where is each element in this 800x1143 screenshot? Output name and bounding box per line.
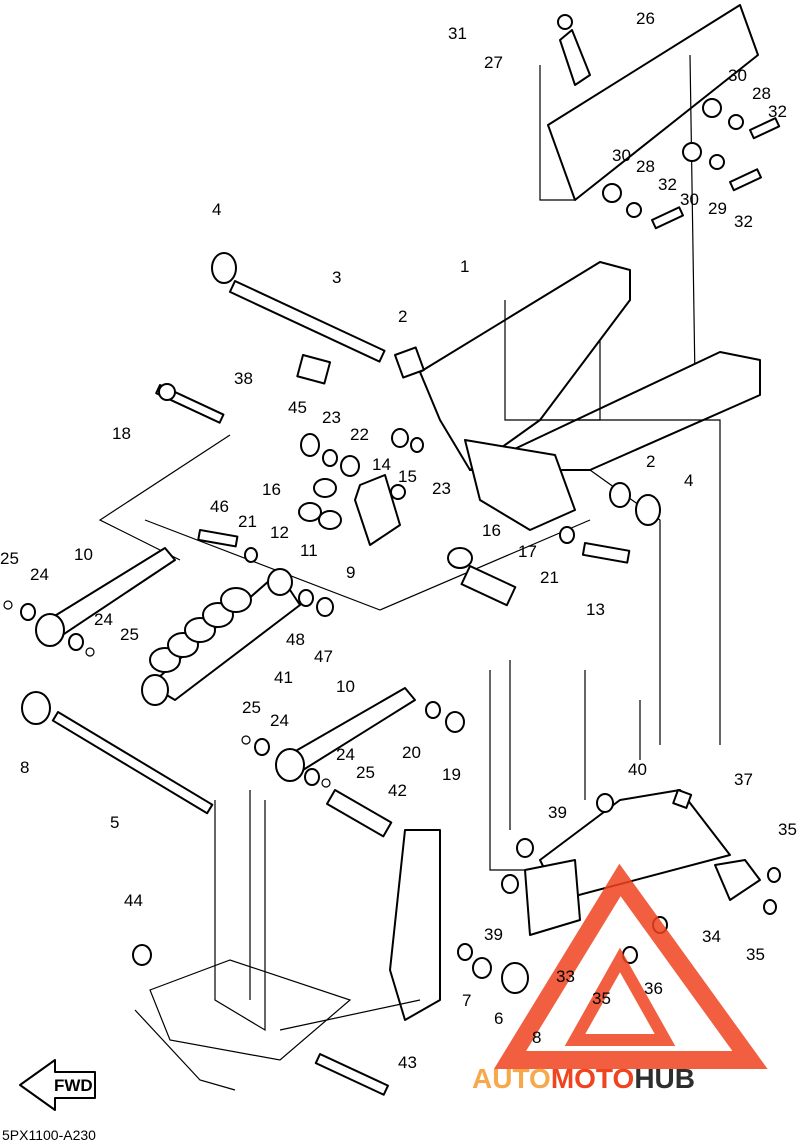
callout-35: 35 bbox=[592, 989, 611, 1008]
fwd-label: FWD bbox=[54, 1076, 93, 1095]
callout-42: 42 bbox=[388, 781, 407, 800]
callout-34: 34 bbox=[702, 927, 721, 946]
callout-1: 1 bbox=[460, 257, 469, 276]
callout-10: 10 bbox=[336, 677, 355, 696]
callout-2: 2 bbox=[646, 452, 655, 471]
callout-22: 22 bbox=[350, 425, 369, 444]
callout-40: 40 bbox=[628, 760, 647, 779]
relay-arm-group bbox=[98, 383, 631, 611]
lower-shaft-group bbox=[21, 691, 393, 838]
callout-4: 4 bbox=[212, 200, 221, 219]
swingarm bbox=[419, 261, 761, 745]
callout-24: 24 bbox=[270, 711, 289, 730]
callout-25: 25 bbox=[356, 763, 375, 782]
callout-21: 21 bbox=[540, 568, 559, 587]
callout-48: 48 bbox=[286, 630, 305, 649]
callout-5: 5 bbox=[110, 813, 119, 832]
callout-37: 37 bbox=[734, 770, 753, 789]
callout-30: 30 bbox=[728, 66, 747, 85]
callout-8: 8 bbox=[20, 758, 29, 777]
callout-16: 16 bbox=[262, 480, 281, 499]
watermark-hub: HUB bbox=[634, 1063, 695, 1094]
frame bbox=[132, 790, 529, 1096]
rear-shock-absorber bbox=[141, 568, 334, 706]
callout-31: 31 bbox=[448, 24, 467, 43]
watermark-auto: AUTO bbox=[472, 1063, 551, 1094]
svg-text:AUTOMOTOHUB: AUTOMOTOHUB bbox=[472, 1063, 695, 1094]
callout-18: 18 bbox=[112, 424, 131, 443]
callout-30: 30 bbox=[680, 190, 699, 209]
callout-30: 30 bbox=[612, 146, 631, 165]
callout-16: 16 bbox=[482, 521, 501, 540]
watermark-moto: MOTO bbox=[551, 1063, 634, 1094]
callout-15: 15 bbox=[398, 467, 417, 486]
callout-39: 39 bbox=[548, 803, 567, 822]
callout-32: 32 bbox=[658, 175, 677, 194]
callout-25: 25 bbox=[120, 625, 139, 644]
callout-32: 32 bbox=[768, 102, 787, 121]
fwd-arrow: FWD bbox=[19, 1059, 96, 1111]
callout-3: 3 bbox=[332, 268, 341, 287]
callout-23: 23 bbox=[432, 479, 451, 498]
callout-38: 38 bbox=[234, 369, 253, 388]
callout-41: 41 bbox=[274, 668, 293, 687]
callout-44: 44 bbox=[124, 891, 143, 910]
callout-39: 39 bbox=[484, 925, 503, 944]
callout-28: 28 bbox=[636, 157, 655, 176]
callout-10: 10 bbox=[74, 545, 93, 564]
callout-7: 7 bbox=[462, 991, 471, 1010]
callout-43: 43 bbox=[398, 1053, 417, 1072]
callout-23: 23 bbox=[322, 408, 341, 427]
callout-13: 13 bbox=[586, 600, 605, 619]
callout-14: 14 bbox=[372, 455, 391, 474]
callout-32: 32 bbox=[734, 212, 753, 231]
callout-45: 45 bbox=[288, 398, 307, 417]
callout-21: 21 bbox=[238, 512, 257, 531]
callout-11: 11 bbox=[300, 541, 318, 560]
callout-24: 24 bbox=[30, 565, 49, 584]
chain-guard-group bbox=[539, 4, 781, 381]
callout-25: 25 bbox=[242, 698, 261, 717]
callout-36: 36 bbox=[644, 979, 663, 998]
callout-27: 27 bbox=[484, 53, 503, 72]
callout-8: 8 bbox=[532, 1028, 541, 1047]
pivot-shaft-group bbox=[211, 252, 661, 526]
callout-17: 17 bbox=[518, 542, 537, 561]
callout-35: 35 bbox=[778, 820, 797, 839]
diagram-code: 5PX1100-A230 bbox=[2, 1127, 96, 1143]
callout-29: 29 bbox=[708, 199, 727, 218]
callout-20: 20 bbox=[402, 743, 421, 762]
callout-35: 35 bbox=[746, 945, 765, 964]
callout-47: 47 bbox=[314, 647, 333, 666]
callout-26: 26 bbox=[636, 9, 655, 28]
callout-6: 6 bbox=[494, 1009, 503, 1028]
callout-24: 24 bbox=[336, 745, 355, 764]
callout-12: 12 bbox=[270, 523, 289, 542]
callout-33: 33 bbox=[556, 967, 575, 986]
callout-9: 9 bbox=[346, 563, 355, 582]
callout-19: 19 bbox=[442, 765, 461, 784]
lower-bracket-group bbox=[489, 660, 781, 964]
watermark-logo: AUTOMOTOHUB bbox=[472, 863, 768, 1094]
callout-4: 4 bbox=[684, 471, 693, 490]
connecting-rod-group bbox=[3, 547, 465, 788]
callout-46: 46 bbox=[210, 497, 229, 516]
callout-2: 2 bbox=[398, 307, 407, 326]
callout-25: 25 bbox=[0, 549, 19, 568]
callout-24: 24 bbox=[94, 610, 113, 629]
callout-28: 28 bbox=[752, 84, 771, 103]
